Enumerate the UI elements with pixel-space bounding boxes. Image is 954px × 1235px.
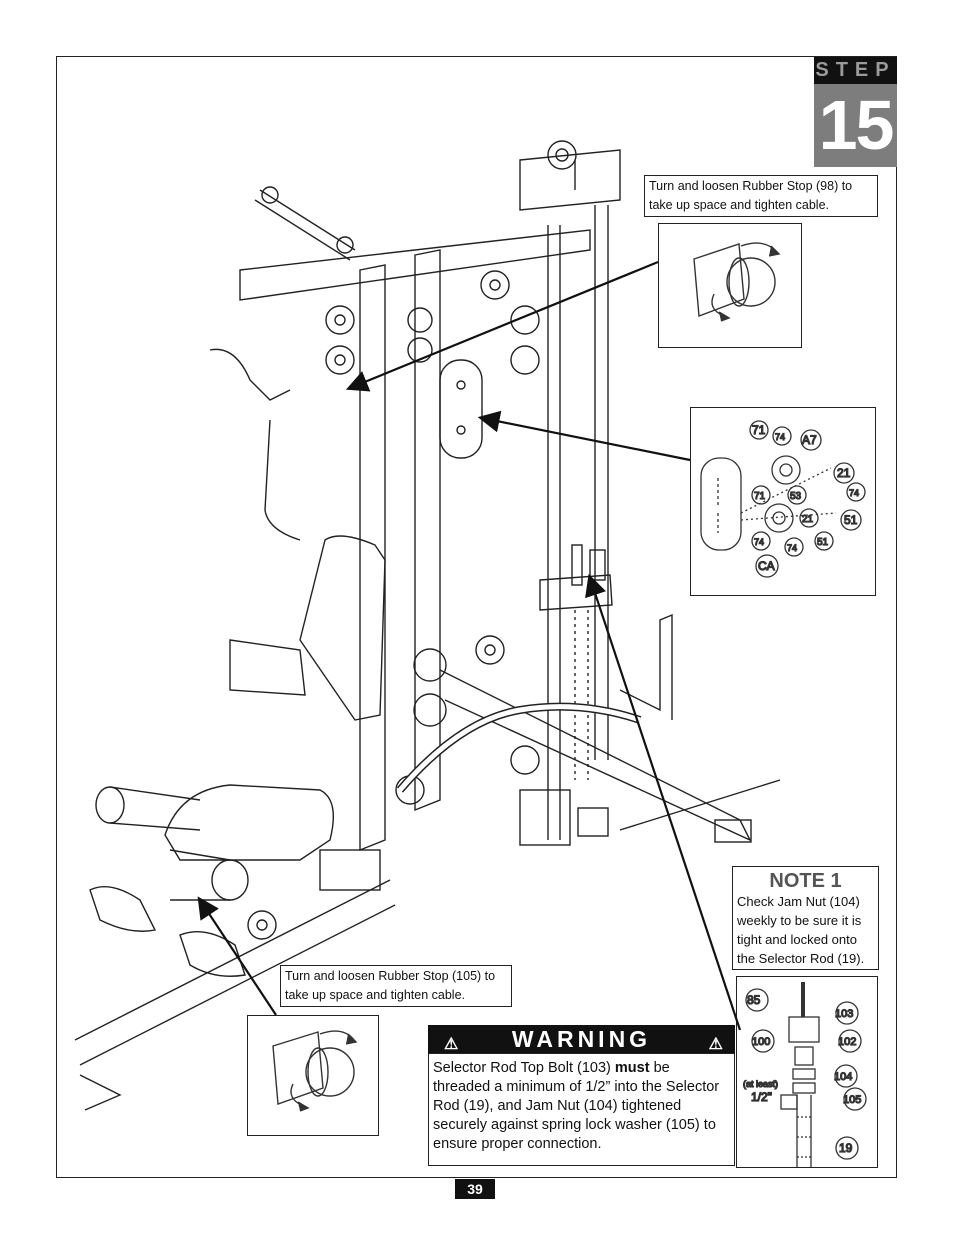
warning-text: Selector Rod Top Bolt (103) must be thre… [428,1053,735,1166]
part-label: 74 [787,543,797,553]
rubber-stop-105-icon [272,1030,358,1112]
part-label: 74 [754,537,764,547]
part-label: 71 [754,491,766,502]
part-label: CA [758,559,775,573]
part-label: 19 [839,1141,853,1155]
note-1-box: NOTE 1 Check Jam Nut (104) weekly to be … [732,866,879,970]
rod-note-value: 1/2" [751,1090,772,1104]
rubber-stop-98-icon [693,242,781,322]
page-number: 39 [455,1179,495,1199]
warning-icon: ⚠ [444,1036,459,1053]
part-label: 21 [837,466,851,480]
part-label: 74 [775,432,785,442]
part-label: 53 [790,491,802,502]
part-label: 105 [843,1094,861,1106]
detail-rubber-stop-98 [658,223,802,348]
callout-rubber-stop-105: Turn and loosen Rubber Stop (105) to tak… [280,965,512,1007]
part-label: A7 [802,433,817,447]
part-label: 103 [835,1008,853,1020]
part-label: 104 [834,1071,852,1083]
rod-note-top: (at least) [743,1079,778,1089]
part-label: 71 [752,423,766,437]
detail-pulley-bracket: 71 74 A7 21 74 71 53 21 51 74 74 51 CA [690,407,876,596]
warning-header: ⚠ WARNING ⚠ [428,1025,735,1053]
warning-icon: ⚠ [708,1036,723,1053]
part-label: 51 [817,537,829,548]
step-label: STEP [814,57,897,84]
part-label: 102 [838,1036,856,1048]
page-frame [56,56,897,1178]
part-label: 85 [747,993,761,1007]
detail-rubber-stop-105 [247,1015,379,1136]
callout-rubber-stop-98: Turn and loosen Rubber Stop (98) to take… [644,175,878,217]
note-body: Check Jam Nut (104) weekly to be sure it… [737,894,865,966]
pulley-bracket-exploded-view: 71 74 A7 21 74 71 53 21 51 74 74 51 CA [700,420,866,578]
selector-rod-exploded-view: 85 103 100 102 104 105 19 (at least) 1/2… [742,982,867,1167]
part-label: 51 [844,513,858,527]
note-title: NOTE 1 [769,870,842,892]
detail-selector-rod: 85 103 100 102 104 105 19 (at least) 1/2… [736,976,878,1168]
step-number: 15 [818,86,895,164]
part-label: 21 [802,514,814,525]
part-label: 100 [752,1036,770,1048]
part-label: 74 [849,488,859,498]
warning-title: WARNING [511,1026,652,1052]
